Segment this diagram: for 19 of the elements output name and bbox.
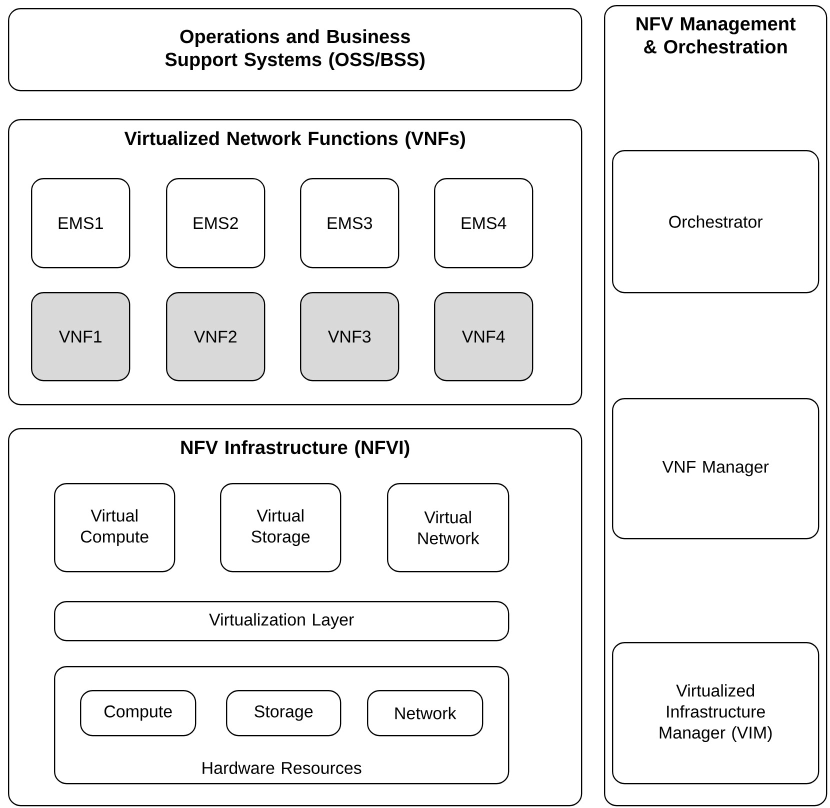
box: Storage <box>226 690 342 736</box>
box: VNF Manager <box>612 398 820 540</box>
box: EMS1 <box>31 178 130 268</box>
box: EMS2 <box>166 178 266 268</box>
box: Virtual Network <box>387 483 510 572</box>
box: Orchestrator <box>612 150 820 294</box>
box: Virtual Storage <box>220 483 342 572</box>
box: Virtual Compute <box>54 483 176 572</box>
box: Virtualized Infrastructure Manager (VIM) <box>612 642 820 784</box>
box: EMS4 <box>434 178 534 268</box>
panel: Operations and Business Support Systems (OSS/BSS) <box>8 8 582 92</box>
box: Compute <box>80 690 196 736</box>
box: VNF3 <box>300 292 400 382</box>
box: VNF4 <box>434 292 534 382</box>
box: Network <box>367 690 484 736</box>
box: EMS3 <box>300 178 400 268</box>
box: VNF1 <box>31 292 130 382</box>
layer-bar: Virtualization Layer <box>54 601 510 642</box>
box: VNF2 <box>166 292 266 382</box>
